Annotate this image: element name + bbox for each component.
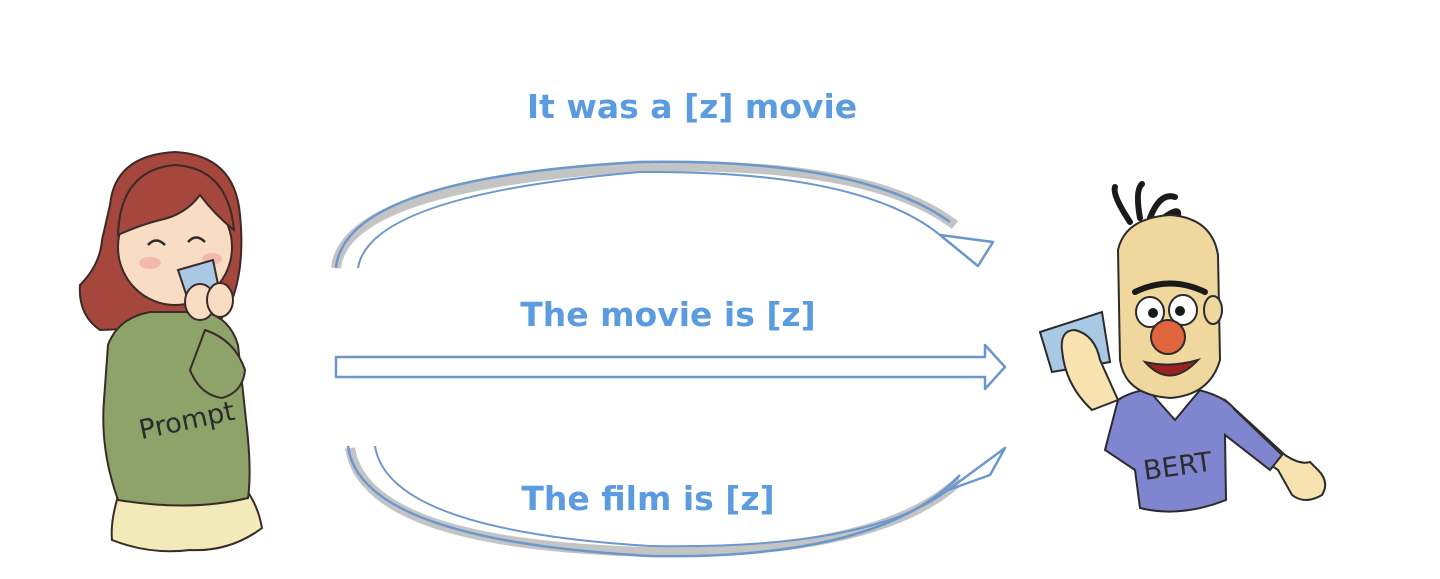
prompt-label-top: It was a [z] movie [527, 87, 857, 126]
girl-with-paper-cup-icon: Prompt [78, 150, 264, 553]
prompt-label-bottom: The film is [z] [521, 479, 774, 518]
bert-with-paper-cup-icon: BERT [1038, 181, 1327, 513]
top-curved-arrow [331, 160, 995, 269]
bottom-curved-arrow [345, 445, 1007, 558]
middle-straight-arrow [334, 343, 1007, 391]
prompt-label-middle: The movie is [z] [520, 295, 815, 334]
